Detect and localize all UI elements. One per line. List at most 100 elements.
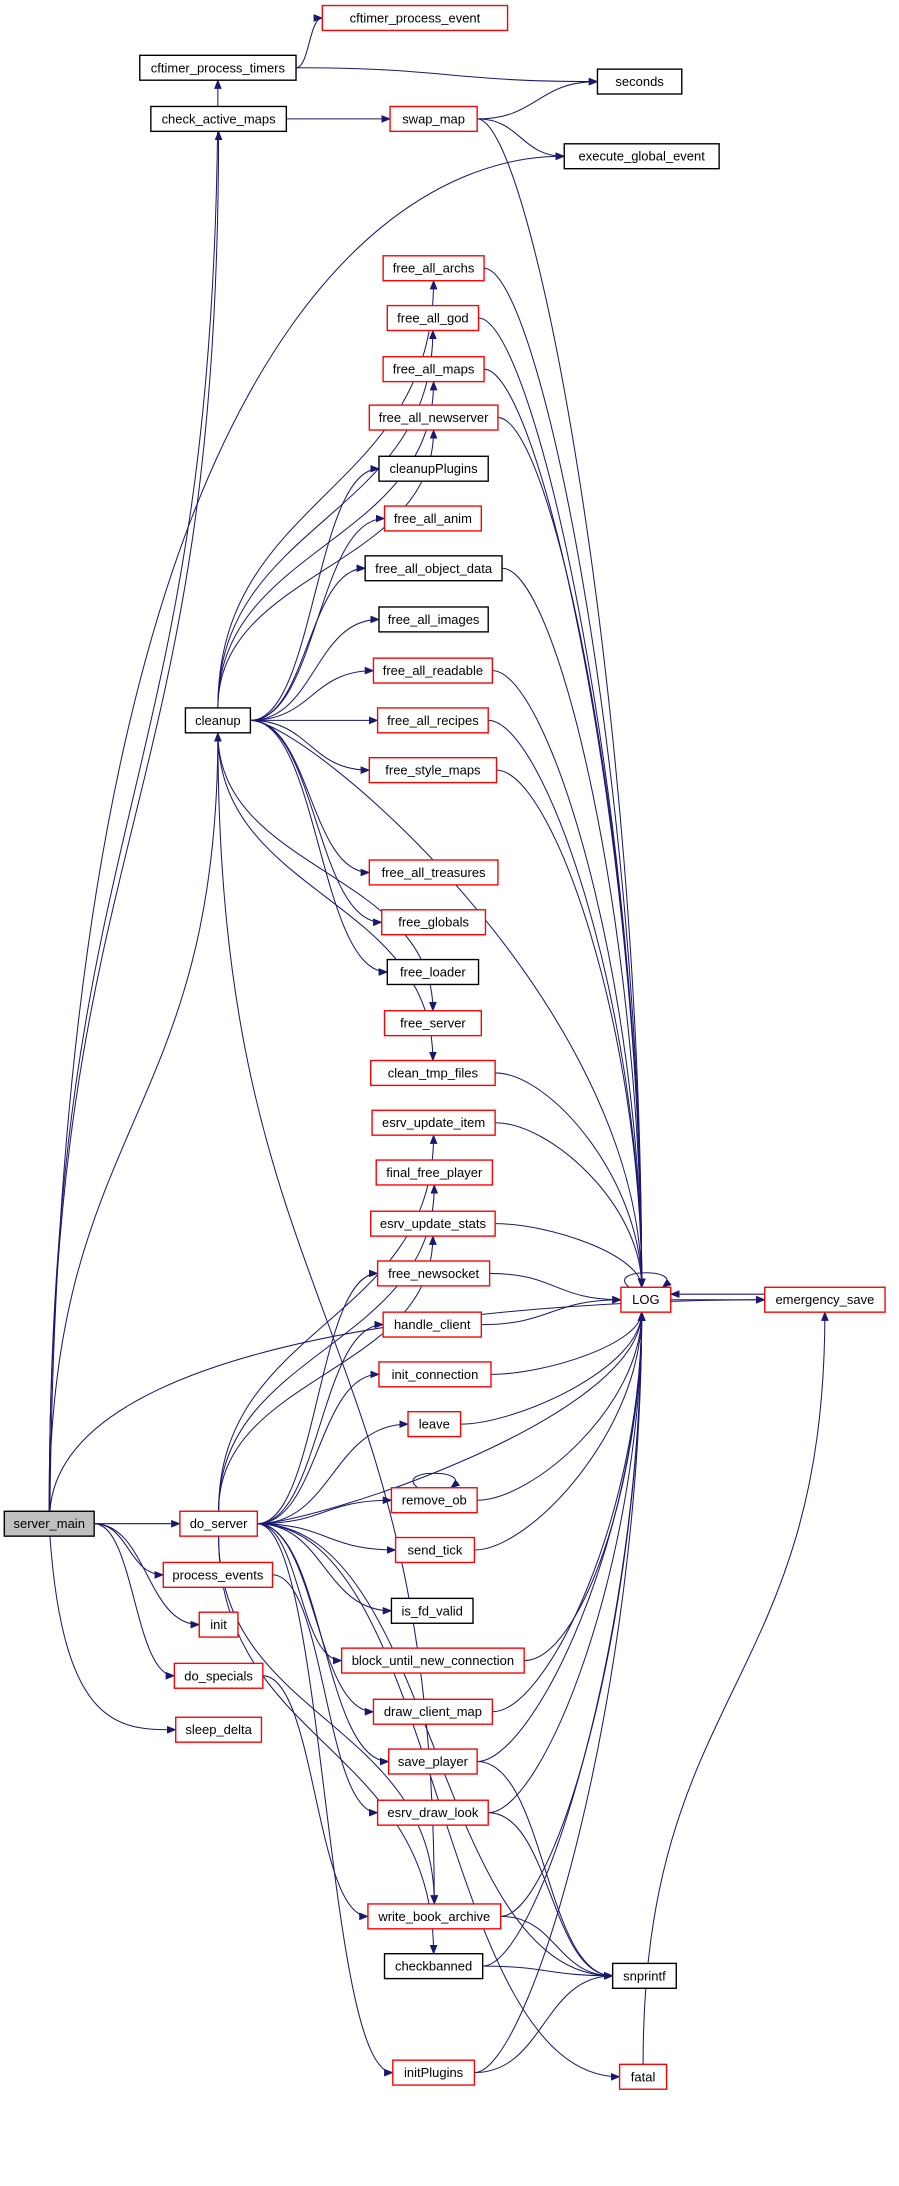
edge-write-book-archive-to-snprintf: [500, 1915, 614, 1980]
edge-leave-to-log: [460, 1311, 646, 1425]
edge-initplugins-to-snprintf: [474, 1971, 614, 2074]
node-box: [378, 455, 489, 482]
edge-swap-map-to-seconds: [477, 77, 599, 120]
edge-server-main-to-cleanup: [48, 731, 222, 1512]
node-do-specials[interactable]: do_specials: [173, 1662, 264, 1689]
node-sleep-delta[interactable]: sleep_delta: [175, 1716, 263, 1743]
node-box: [364, 555, 503, 582]
node-free-globals[interactable]: free_globals: [381, 909, 487, 936]
node-do-server[interactable]: do_server: [179, 1510, 259, 1537]
node-label: free_all_anim: [394, 511, 472, 526]
edge-init-connection-to-log: [490, 1311, 646, 1375]
edge-do-server-to-final-free-player: [218, 1183, 439, 1512]
edge-do-server-to-init-connection: [257, 1370, 380, 1525]
node-box: [383, 1010, 482, 1037]
node-label: cleanup: [195, 713, 240, 728]
node-label: free_all_treasures: [382, 865, 486, 880]
node-free-all-archs[interactable]: free_all_archs: [382, 255, 485, 282]
node-free-all-treasures[interactable]: free_all_treasures: [368, 859, 499, 886]
node-label: cftimer_process_event: [350, 10, 481, 25]
node-initplugins[interactable]: initPlugins: [392, 2059, 476, 2086]
node-init-connection[interactable]: init_connection: [378, 1361, 492, 1388]
node-log[interactable]: LOG: [620, 1286, 672, 1313]
node-free-newsocket[interactable]: free_newsocket: [376, 1260, 491, 1287]
node-block-until-new-connection[interactable]: block_until_new_connection: [340, 1647, 525, 1674]
node-box: [368, 404, 499, 431]
node-free-all-newserver[interactable]: free_all_newserver: [368, 404, 499, 431]
node-box: [367, 1903, 502, 1930]
edge-do-server-to-save-player: [257, 1523, 390, 1766]
node-free-all-god[interactable]: free_all_god: [386, 304, 480, 332]
node-label: sleep_delta: [185, 1722, 252, 1737]
edge-cleanup-to-log: [250, 719, 646, 1289]
node-esrv-update-stats[interactable]: esrv_update_stats: [369, 1210, 496, 1237]
node-free-all-readable[interactable]: free_all_readable: [372, 657, 494, 684]
node-free-server[interactable]: free_server: [383, 1010, 482, 1037]
edge-esrv-draw-look-to-log: [488, 1311, 646, 1814]
edge-free-all-newserver-to-log: [497, 417, 646, 1289]
node-box: [620, 1286, 672, 1313]
node-free-all-images: free_all_images: [378, 606, 489, 633]
node-label: seconds: [615, 74, 664, 89]
node-label: esrv_update_stats: [380, 1216, 487, 1231]
edge-cleanup-to-free-globals: [250, 719, 383, 927]
node-swap-map[interactable]: swap_map: [389, 105, 478, 133]
node-draw-client-map[interactable]: draw_client_map: [372, 1698, 494, 1725]
edge-do-server-to-initplugins: [257, 1523, 394, 2077]
node-free-style-maps[interactable]: free_style_maps: [368, 757, 498, 784]
node-box: [184, 707, 252, 734]
node-free-all-maps[interactable]: free_all_maps: [382, 356, 485, 383]
edge-free-style-maps-to-log: [496, 769, 646, 1289]
node-remove-ob[interactable]: remove_ob: [390, 1487, 478, 1514]
node-label: server_main: [13, 1516, 84, 1531]
node-label: execute_global_event: [579, 149, 706, 164]
node-init[interactable]: init: [198, 1611, 239, 1638]
edge-clean-tmp-files-to-log: [495, 1072, 646, 1289]
node-leave[interactable]: leave: [407, 1411, 462, 1438]
node-free-all-anim[interactable]: free_all_anim: [383, 505, 482, 532]
node-process-events[interactable]: process_events: [162, 1561, 274, 1588]
node-box: [369, 1210, 496, 1237]
node-label: free_all_god: [397, 311, 468, 326]
node-final-free-player[interactable]: final_free_player: [375, 1159, 494, 1186]
edge-log-to-log: [624, 1272, 672, 1288]
edge-esrv-update-stats-to-log: [495, 1223, 646, 1289]
edge-do-server-to-esrv-update-item: [218, 1134, 438, 1512]
node-label: free_server: [400, 1016, 466, 1031]
node-emergency-save[interactable]: emergency_save: [764, 1286, 886, 1313]
node-label: free_all_archs: [393, 261, 475, 276]
edge-cleanup-to-free-all-treasures: [250, 719, 371, 877]
node-save-player[interactable]: save_player: [387, 1748, 478, 1775]
node-box: [390, 1597, 474, 1624]
edge-do-server-to-log: [257, 1311, 646, 1525]
node-label: free_loader: [400, 965, 466, 980]
node-box: [611, 1962, 677, 1989]
node-label: handle_client: [394, 1317, 471, 1332]
node-free-loader: free_loader: [386, 958, 480, 986]
node-label: init: [210, 1617, 227, 1632]
node-check-active-maps: check_active_maps: [150, 105, 288, 133]
node-label: free_all_maps: [393, 362, 475, 377]
node-box: [198, 1611, 239, 1638]
node-esrv-update-item[interactable]: esrv_update_item: [371, 1109, 496, 1136]
node-free-all-recipes[interactable]: free_all_recipes: [376, 707, 489, 734]
edge-server-main-to-sleep-delta: [49, 1536, 177, 1734]
node-label: free_all_object_data: [375, 561, 493, 576]
node-label: free_all_newserver: [379, 410, 489, 425]
node-send-tick[interactable]: send_tick: [394, 1536, 476, 1564]
node-cftimer-process-event[interactable]: cftimer_process_event: [321, 4, 509, 32]
node-label: cleanupPlugins: [390, 461, 479, 476]
edge-do-server-to-send-tick: [257, 1523, 397, 1554]
edge-esrv-draw-look-to-snprintf: [488, 1812, 614, 1980]
edge-cleanup-to-free-style-maps: [250, 719, 371, 775]
node-handle-client[interactable]: handle_client: [382, 1311, 482, 1338]
node-fatal[interactable]: fatal: [618, 2063, 668, 2090]
node-write-book-archive[interactable]: write_book_archive: [367, 1903, 502, 1930]
node-box: [596, 68, 683, 95]
node-esrv-draw-look[interactable]: esrv_draw_look: [376, 1799, 489, 1826]
node-box: [382, 255, 485, 282]
node-label: snprintf: [623, 1968, 666, 1983]
node-clean-tmp-files[interactable]: clean_tmp_files: [369, 1059, 496, 1087]
node-label: process_events: [172, 1567, 263, 1582]
node-box: [387, 1748, 478, 1775]
